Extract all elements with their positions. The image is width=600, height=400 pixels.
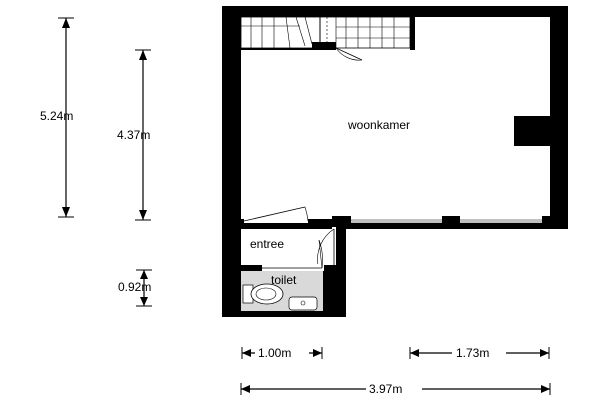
room-label-toilet: toilet <box>271 273 297 287</box>
dimension-total-width <box>240 381 551 395</box>
total-width-label: 3.97m <box>369 382 402 396</box>
living-bottom-wall <box>241 216 550 227</box>
right-width-label: 1.73m <box>456 346 489 360</box>
dimension-right-width <box>409 345 550 359</box>
living-height-label: 4.37m <box>117 128 150 142</box>
chimney <box>514 116 550 146</box>
door-living-entree <box>243 206 309 222</box>
door-toilet <box>262 239 324 271</box>
room-label-entree: entree <box>250 237 284 251</box>
dimension-living-height <box>135 49 151 221</box>
entry-width-label: 1.00m <box>258 346 291 360</box>
dimension-toilet-height <box>136 269 152 307</box>
partition <box>241 265 262 271</box>
dimension-total-height <box>58 17 74 218</box>
room-label-woonkamer: woonkamer <box>347 118 410 132</box>
staircase <box>240 16 415 61</box>
toilet-fixtures <box>242 283 318 311</box>
toilet-height-label: 0.92m <box>118 280 151 294</box>
dimension-entry-width <box>241 345 323 359</box>
total-height-label: 5.24m <box>40 109 73 123</box>
